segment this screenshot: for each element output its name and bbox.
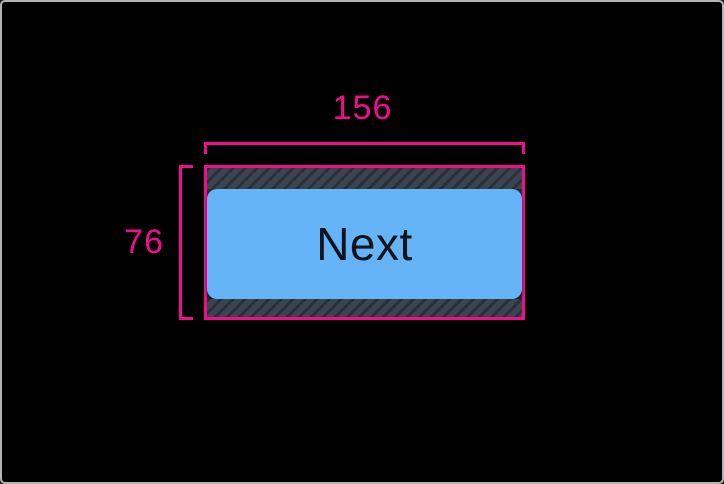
width-dimension-left-tick [204,142,207,154]
width-dimension-right-tick [522,142,525,154]
padding-hatch-top [207,168,522,189]
width-dimension-line [204,142,525,154]
next-button-label: Next [316,218,413,270]
height-dimension-top-tick [179,165,193,168]
height-dimension-line [179,165,193,320]
next-button[interactable]: Next [207,189,522,299]
width-dimension-label: 156 [332,89,393,127]
height-dimension-label: 76 [124,223,164,261]
measured-bounds-box: Next [204,165,525,320]
height-dimension-bottom-tick [179,317,193,320]
padding-hatch-bottom [207,299,522,317]
